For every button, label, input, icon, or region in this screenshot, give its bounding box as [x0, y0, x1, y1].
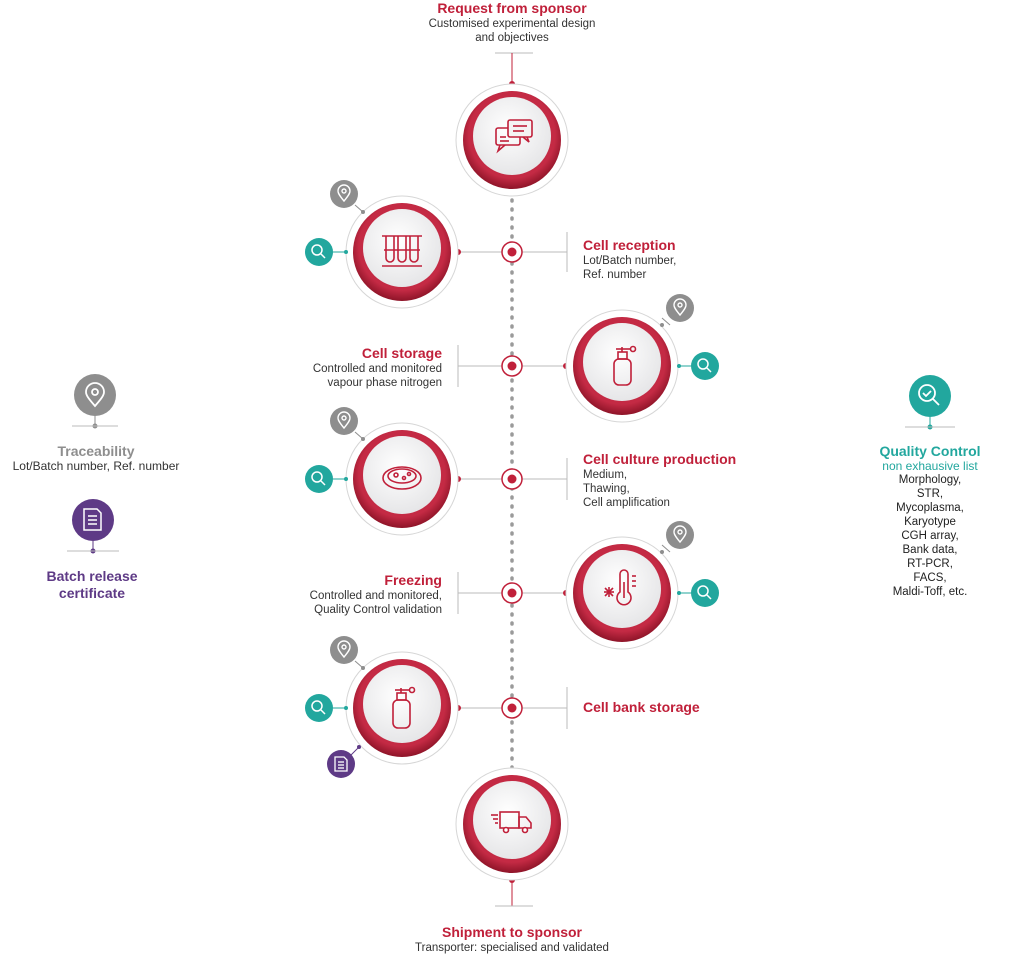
request-desc-line1: Customised experimental design: [428, 18, 596, 30]
culture-title: Cell culture production: [583, 451, 737, 467]
reception-title: Cell reception: [583, 237, 676, 253]
qc-item: Karyotype: [904, 516, 956, 528]
qc-item: Maldi-Toff, etc.: [892, 586, 968, 598]
qc-item: CGH array,: [901, 530, 959, 542]
quality-control-pin: [305, 694, 333, 722]
batch-release-legend-icon: [67, 499, 119, 554]
quality-control-legend: Quality Control non exhausive list Morph…: [860, 443, 1000, 599]
quality-control-legend-icon: [905, 375, 955, 430]
traceability-legend-icon: [72, 374, 118, 429]
culture-desc-line1: Medium,: [583, 469, 628, 481]
quality-control-pin: [305, 238, 333, 266]
freezing-title: Freezing: [384, 572, 442, 588]
bank-block: Cell bank storage: [583, 699, 803, 716]
quality-control-pin: [305, 465, 333, 493]
request-block: Request from sponsor Customised experime…: [362, 0, 662, 45]
reception-block: Cell reception Lot/Batch number, Ref. nu…: [583, 237, 803, 282]
thermometer-icon: [604, 569, 636, 606]
shipment-node: [455, 767, 569, 881]
qc-subtitle: non exhausive list: [882, 459, 978, 473]
traceability-title: Traceability: [57, 443, 135, 459]
shipment-block: Shipment to sponsor Transporter: special…: [337, 924, 687, 955]
nitrogen-tank-icon: [613, 345, 637, 386]
reception-desc-line2: Ref. number: [583, 269, 647, 281]
delivery-truck-icon: [491, 811, 532, 834]
traceability-pin: [330, 180, 358, 208]
reception-node: [305, 180, 568, 309]
shipment-title: Shipment to sponsor: [442, 924, 582, 940]
reception-desc-line1: Lot/Batch number,: [583, 255, 677, 267]
qc-item: RT-PCR,: [907, 558, 953, 570]
culture-node: [305, 407, 568, 536]
qc-item: Morphology,: [898, 474, 962, 486]
culture-desc-line2: Thawing,: [583, 483, 630, 495]
request-title: Request from sponsor: [437, 0, 587, 16]
request-desc-line2: and objectives: [475, 32, 549, 44]
quality-control-pin: [691, 579, 719, 607]
storage-desc-line1: Controlled and monitored: [312, 363, 442, 375]
traceability-pin: [666, 294, 694, 322]
culture-desc-line3: Cell amplification: [583, 497, 670, 509]
traceability-desc: Lot/Batch number, Ref. number: [12, 459, 180, 473]
batch-title-line2: certificate: [58, 585, 126, 601]
qc-item: Bank data,: [902, 544, 958, 556]
qc-item: Mycoplasma,: [896, 502, 964, 514]
freezing-desc-line2: Quality Control validation: [314, 604, 442, 616]
freezing-desc-line1: Controlled and monitored,: [309, 590, 442, 602]
traceability-legend: Traceability Lot/Batch number, Ref. numb…: [0, 443, 192, 473]
test-tubes-icon: [382, 235, 422, 267]
bank-title: Cell bank storage: [583, 699, 700, 715]
qc-item: FACS,: [913, 572, 947, 584]
traceability-pin: [330, 636, 358, 664]
chat-bubbles-icon: [495, 119, 533, 154]
qc-title: Quality Control: [879, 443, 981, 459]
bank-node: [305, 636, 568, 778]
storage-desc-line2: vapour phase nitrogen: [327, 377, 442, 389]
request-node: [455, 83, 569, 197]
batch-certificate-pin: [327, 750, 355, 778]
storage-node: [457, 294, 719, 423]
batch-title-line1: Batch release: [46, 568, 138, 584]
batch-release-legend: Batch release certificate: [12, 568, 172, 602]
freezing-block: Freezing Controlled and monitored, Quali…: [222, 572, 442, 617]
qc-item: STR,: [916, 488, 944, 500]
cryo-tank-icon: [392, 686, 416, 729]
traceability-pin: [330, 407, 358, 435]
traceability-pin: [666, 521, 694, 549]
storage-title: Cell storage: [361, 345, 442, 361]
petri-dish-icon: [382, 466, 422, 490]
storage-block: Cell storage Controlled and monitored va…: [230, 345, 442, 390]
quality-control-pin: [691, 352, 719, 380]
freezing-node: [457, 521, 719, 650]
shipment-desc: Transporter: specialised and validated: [415, 942, 609, 954]
culture-block: Cell culture production Medium, Thawing,…: [583, 451, 823, 510]
